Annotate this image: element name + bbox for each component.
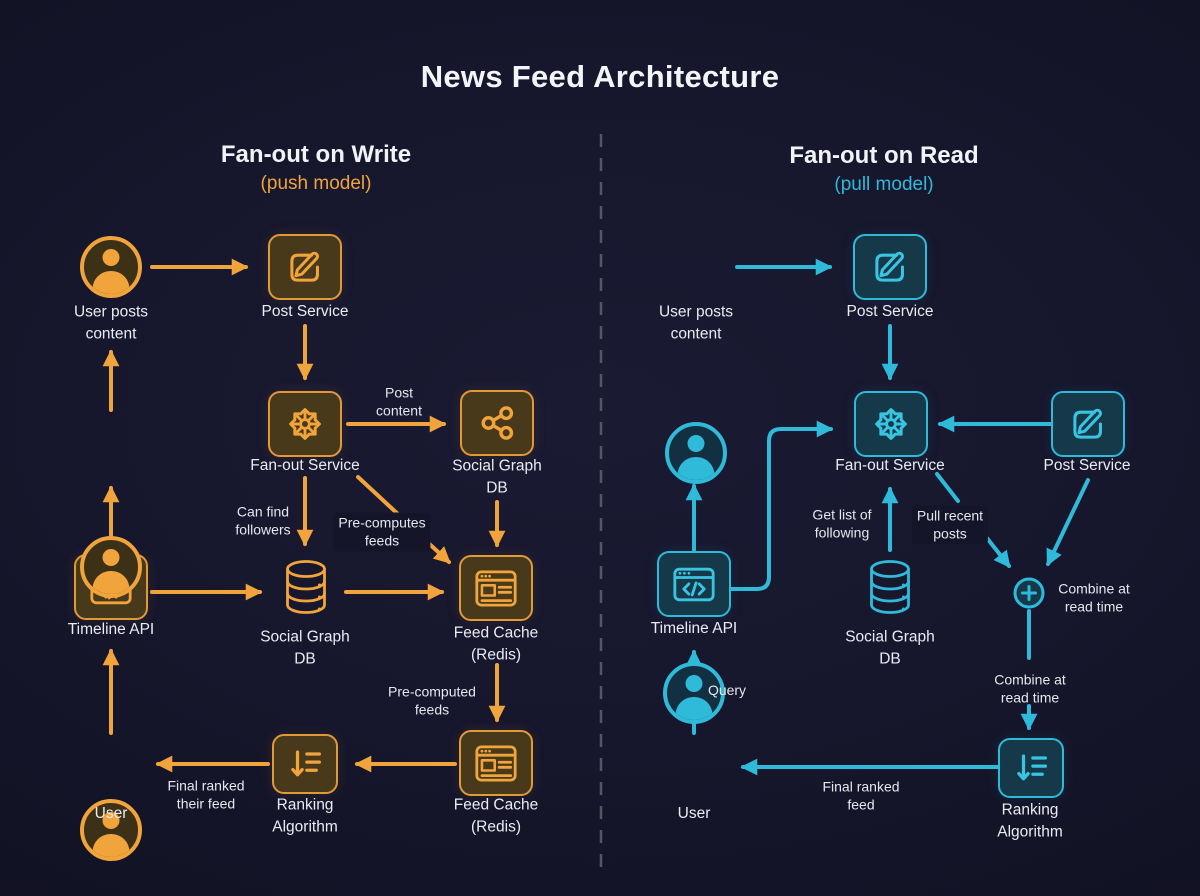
timeline-api-node [657, 551, 731, 617]
node-label: Post Service [261, 303, 349, 321]
node-label: Timeline API [67, 621, 155, 639]
post-service-node [853, 234, 927, 300]
browser-page-icon [475, 569, 517, 607]
node-label: Feed Cache (Redis) [453, 796, 539, 835]
fanout-service-node [854, 391, 928, 457]
sort-descending-icon [291, 750, 321, 777]
edge-label: Pre-computes feeds [333, 512, 431, 552]
node-label: Timeline API [650, 620, 738, 638]
fan-out-icon [875, 408, 907, 440]
node-label: Fan-out Service [835, 457, 945, 475]
page-title: News Feed Architecture [420, 59, 780, 94]
edge-r-fanout-to-combine-upper [935, 472, 960, 503]
node-label: User [94, 805, 128, 823]
edge-r-timeline-to-fanout [729, 420, 834, 591]
post-service-node [268, 234, 342, 300]
user-avatar-icon [80, 799, 142, 861]
edge-label: Query [707, 681, 747, 698]
user-avatar-icon [80, 536, 142, 598]
browser-page-icon [475, 744, 517, 782]
fanout-service-node [268, 391, 342, 457]
edit-icon [875, 251, 904, 282]
left-section-heading: Fan-out on Write [220, 141, 412, 168]
combine-plus-node [1012, 576, 1046, 610]
right-section-heading: Fan-out on Read [789, 142, 979, 169]
post-service-node [1051, 391, 1125, 457]
plus-circle-icon [1013, 577, 1045, 609]
user-avatar-icon [665, 422, 727, 484]
user-avatar-icon [80, 236, 142, 298]
node-label: User [677, 805, 711, 823]
node-label: Social Graph DB [845, 628, 935, 667]
user-avatar-icon [663, 662, 725, 724]
database-cylinder-icon [866, 558, 914, 618]
ranking-algorithm-node [998, 738, 1064, 798]
node-label: Feed Cache (Redis) [453, 624, 539, 663]
feed-cache-node [459, 555, 533, 621]
node-label: Ranking Algorithm [272, 796, 338, 835]
edge-label: Can find followers [235, 503, 291, 538]
edit-icon [1073, 408, 1102, 439]
node-label: Ranking Algorithm [997, 801, 1063, 840]
ranking-algorithm-node [272, 734, 338, 794]
node-label: User posts content [658, 303, 734, 342]
edge-label: Get list of following [812, 506, 872, 541]
edit-icon [290, 251, 319, 282]
browser-code-icon [673, 567, 715, 601]
node-label: Fan-out Service [250, 457, 360, 475]
edge-label: Pull recent posts [911, 505, 989, 545]
edge-label: Combine at read time [994, 671, 1066, 706]
node-label: Social Graph DB [452, 457, 542, 496]
sort-descending-icon [1017, 754, 1047, 781]
edge-label: Final ranked feed [822, 778, 900, 813]
edge-r-postside-to-combine [1046, 478, 1090, 567]
edge-label: Post content [376, 384, 422, 419]
node-label: Combine at read time [1058, 580, 1130, 615]
left-section-subheading: (push model) [260, 173, 372, 194]
node-label: User posts content [73, 303, 149, 342]
edge-label: Final ranked their feed [167, 777, 245, 812]
share-graph-icon [481, 406, 514, 440]
feed-cache-2-node [459, 730, 533, 796]
edge-fanout-to-feedcache-upper [356, 475, 402, 518]
social-graph-service-node [460, 390, 534, 456]
fan-out-icon [289, 408, 321, 440]
node-label: Post Service [1043, 457, 1131, 475]
right-section-subheading: (pull model) [834, 174, 934, 195]
node-label: Social Graph DB [260, 628, 350, 667]
database-cylinder-icon [282, 558, 330, 618]
node-label: Post Service [846, 303, 934, 321]
edge-label: Pre-computed feeds [388, 683, 476, 718]
